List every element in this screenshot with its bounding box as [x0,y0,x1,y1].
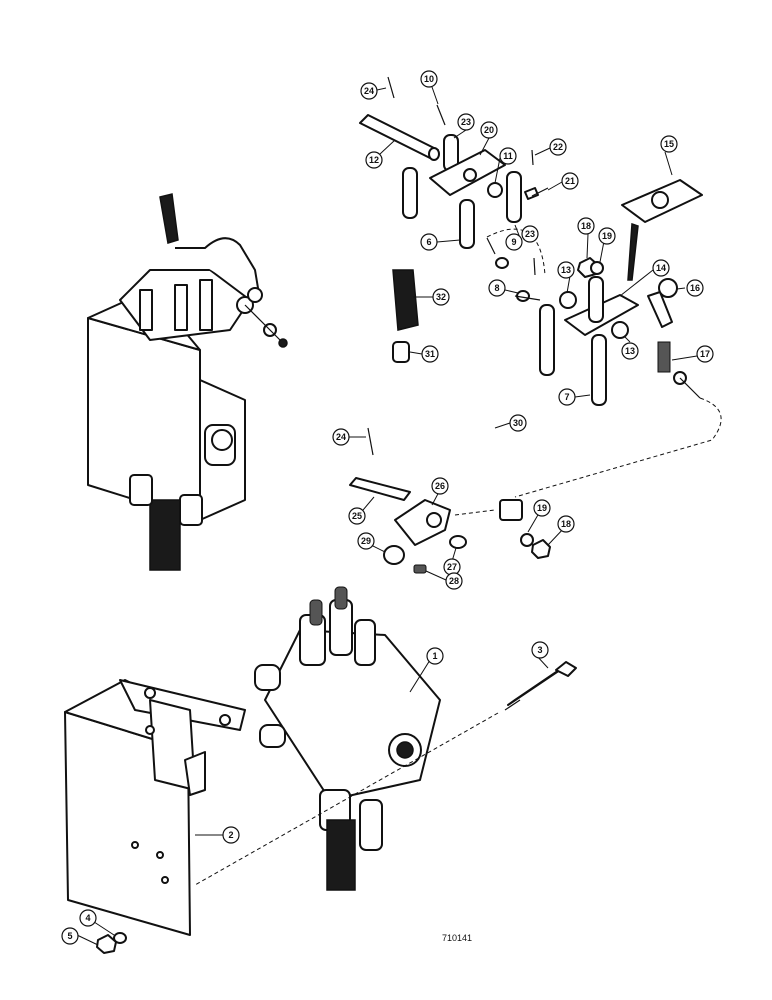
callout-6: 6 [420,233,438,251]
callout-8: 8 [488,279,506,297]
callout-27: 27 [443,558,461,576]
callout-24: 24 [360,82,378,100]
callout-17: 17 [696,345,714,363]
callout-13-upper: 13 [557,261,575,279]
callout-1: 1 [426,647,444,665]
svg-text:17: 17 [700,349,710,359]
svg-text:13: 13 [625,346,635,356]
callout-25: 25 [348,507,366,525]
svg-text:1: 1 [432,651,437,661]
callout-10: 10 [420,70,438,88]
callout-28: 28 [445,572,463,590]
svg-text:21: 21 [565,176,575,186]
callout-31: 31 [421,345,439,363]
callout-26: 26 [431,477,449,495]
callout-30: 30 [509,414,527,432]
control-lever-parts [349,269,551,574]
callout-16: 16 [686,279,704,297]
callout-24-lower: 24 [332,428,350,446]
svg-text:15: 15 [664,139,674,149]
callout-23-upper: 23 [457,113,475,131]
callout-18-upper: 18 [577,217,595,235]
callout-15: 15 [660,135,678,153]
svg-text:8: 8 [494,283,499,293]
svg-text:14: 14 [656,263,666,273]
callout-14: 14 [652,259,670,277]
svg-text:24: 24 [364,86,374,96]
svg-text:19: 19 [537,503,547,513]
valve-body [254,586,441,891]
svg-text:27: 27 [447,562,457,572]
svg-text:29: 29 [361,536,371,546]
callout-32: 32 [432,288,450,306]
plate-fasteners [96,932,127,954]
callout-22: 22 [549,138,567,156]
callout-19-lower: 19 [533,499,551,517]
drawing-code: 710141 [442,933,472,943]
through-bolt [504,661,577,711]
assembled-valve-view [87,193,288,571]
callout-29: 29 [357,532,375,550]
callout-21: 21 [561,172,579,190]
svg-text:31: 31 [425,349,435,359]
callout-13-lower: 13 [621,342,639,360]
svg-text:2: 2 [228,830,233,840]
svg-text:22: 22 [553,142,563,152]
svg-text:24: 24 [336,432,346,442]
svg-text:18: 18 [581,221,591,231]
svg-text:11: 11 [503,151,513,161]
callout-23-lower: 23 [521,225,539,243]
svg-text:32: 32 [436,292,446,302]
exploded-linkage-parts [359,76,722,498]
callout-5: 5 [61,927,79,945]
callout-20: 20 [480,121,498,139]
callout-11: 11 [499,147,517,165]
callout-9: 9 [505,233,523,251]
svg-text:10: 10 [424,74,434,84]
svg-text:3: 3 [537,645,542,655]
callout-3: 3 [531,641,549,659]
callout-7: 7 [558,388,576,406]
svg-text:25: 25 [352,511,362,521]
svg-text:18: 18 [561,519,571,529]
svg-text:26: 26 [435,481,445,491]
svg-text:5: 5 [67,931,72,941]
callout-12: 12 [365,151,383,169]
svg-text:20: 20 [484,125,494,135]
svg-text:23: 23 [525,229,535,239]
callout-18-lower: 18 [557,515,575,533]
svg-text:23: 23 [461,117,471,127]
svg-text:9: 9 [511,237,516,247]
svg-text:30: 30 [513,418,523,428]
svg-text:4: 4 [85,913,90,923]
svg-text:16: 16 [690,283,700,293]
mounting-plate [64,679,246,936]
svg-text:7: 7 [564,392,569,402]
svg-text:12: 12 [369,155,379,165]
svg-text:19: 19 [602,231,612,241]
svg-text:28: 28 [449,576,459,586]
callout-2: 2 [222,826,240,844]
callout-4: 4 [79,909,97,927]
svg-text:13: 13 [561,265,571,275]
svg-text:6: 6 [426,237,431,247]
callout-19-upper: 19 [598,227,616,245]
